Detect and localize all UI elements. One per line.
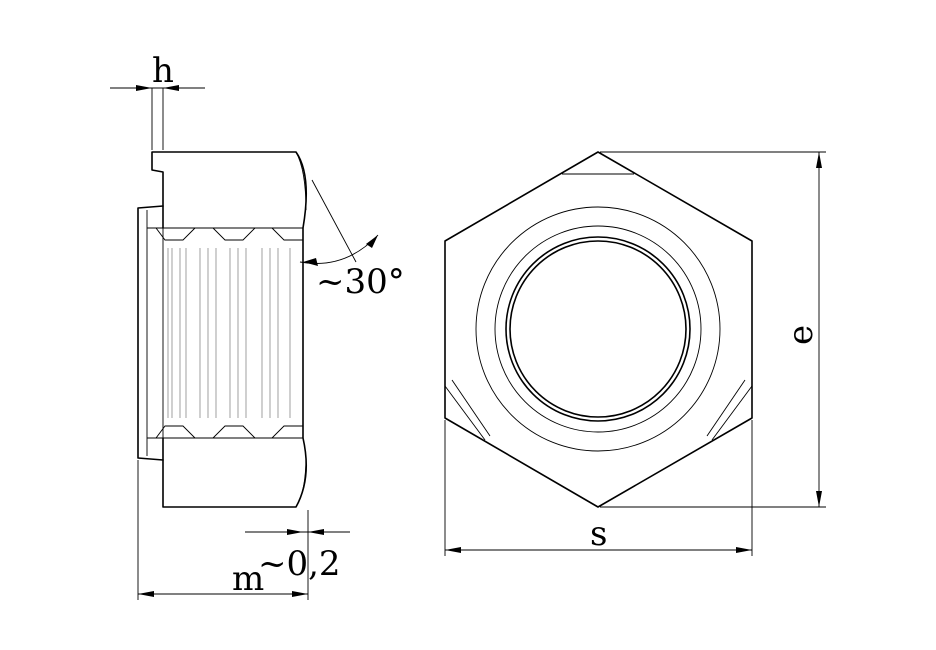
chamfer-curve-top xyxy=(295,151,307,211)
thread-hatching xyxy=(167,248,291,418)
dimension-e: e xyxy=(600,151,826,508)
front-view: s e xyxy=(444,151,826,556)
pilot-inner-circle xyxy=(505,236,691,422)
label-h: h xyxy=(152,51,174,91)
label-e: e xyxy=(781,325,821,345)
dimension-s: s xyxy=(444,420,753,556)
chamfer-curve-bottom xyxy=(295,455,307,508)
dimension-angle: ~30° xyxy=(299,179,405,302)
pilot-outer-circle xyxy=(494,225,702,433)
side-view: h m ~0,2 ~30° xyxy=(110,51,405,600)
corner-chamfer-bottom-left xyxy=(444,385,486,441)
bearing-face-circle xyxy=(475,206,721,452)
dimension-tolerance: ~0,2 xyxy=(245,529,350,584)
corner-chamfer-bottom-left-2 xyxy=(451,379,491,437)
label-tolerance: ~0,2 xyxy=(258,544,341,584)
hex-outline xyxy=(444,151,753,508)
corner-chamfer-bottom-right-2 xyxy=(706,379,746,437)
label-s: s xyxy=(590,514,607,554)
dimension-h: h xyxy=(110,51,205,150)
thread-crest-bottom xyxy=(147,425,303,439)
side-body-outline xyxy=(137,151,308,508)
dimension-m: m xyxy=(137,460,309,600)
label-angle: ~30° xyxy=(316,262,405,302)
label-m: m xyxy=(232,559,264,599)
thread-crest-top xyxy=(147,227,303,241)
bore-circle xyxy=(509,240,687,418)
corner-chamfer-bottom-right xyxy=(711,385,753,441)
